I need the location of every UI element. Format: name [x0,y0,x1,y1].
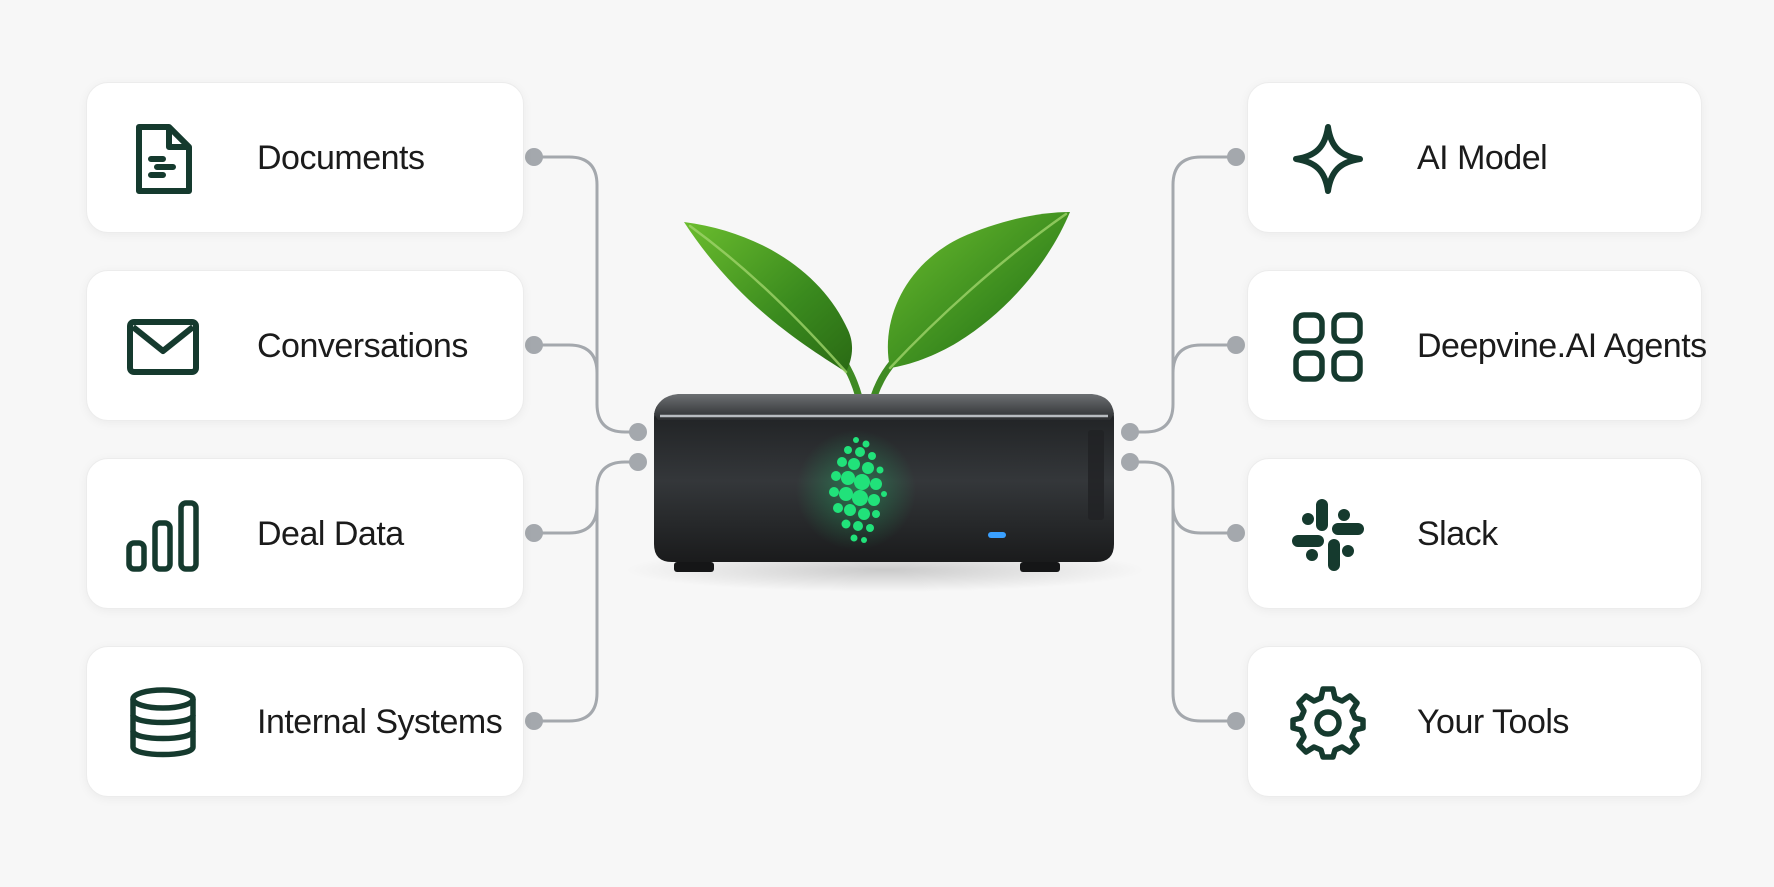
logo-dot [850,534,858,542]
card-documents: Documents [86,82,524,233]
connector-dot-deal-data [525,524,543,542]
logo-dot [853,437,859,443]
wire-your-tools [1128,460,1238,723]
connector-dot-deepvine-agents [1227,336,1245,354]
hub-dot-left-upper [629,423,647,441]
logo-dot [855,447,865,457]
card-label-ai-model: AI Model [1417,139,1548,177]
database-icon [130,687,196,758]
logo-dot [862,462,874,474]
logo-dot [854,474,870,490]
card-label-deal-data: Deal Data [257,515,404,553]
wire-slack [1171,503,1238,535]
card-your-tools: Your Tools [1247,646,1702,797]
card-internal-systems: Internal Systems [86,646,524,797]
device-box [654,394,1114,572]
logo-dot [868,452,876,460]
wire-internal-systems [532,460,640,723]
gear-icon [1290,686,1366,760]
logo-dot [858,508,870,520]
logo-dot [862,440,870,448]
logo-dot [881,491,887,497]
card-deal-data: Deal Data [86,458,524,609]
logo-dot [833,503,843,513]
wire-deepvine-agents [1171,343,1238,375]
slack-icon [1292,499,1364,571]
logo-dot [844,504,856,516]
logo-glow [796,430,916,550]
logo-dot [844,446,852,454]
connector-dot-slack [1227,524,1245,542]
wire-documents [532,155,640,434]
logo-dot [870,478,882,490]
logo-dot [853,521,863,531]
grid-icon [1293,312,1363,382]
leaf-right [887,212,1070,368]
hub-dot-right-lower [1121,453,1139,471]
card-ai-model: AI Model [1247,82,1702,233]
wire-deal-data [532,503,599,535]
status-led [988,532,1006,538]
card-label-slack: Slack [1417,515,1498,553]
sparkle-icon [1293,124,1363,194]
connector-dot-internal-systems [525,712,543,730]
logo-dot [839,487,853,501]
card-slack: Slack [1247,458,1702,609]
logo-dot [841,471,855,485]
card-label-documents: Documents [257,139,425,177]
logo-dot [841,519,851,529]
card-label-deepvine-agents: Deepvine.AI Agents [1417,327,1707,365]
hub-dot-right-upper [1121,423,1139,441]
logo-dot [866,524,874,532]
logo-dot [876,466,884,474]
wire-conversations [532,343,599,375]
card-label-internal-systems: Internal Systems [257,703,503,741]
deepvine-logo-icon [829,437,887,543]
connector-dot-ai-model [1227,148,1245,166]
connector-dot-your-tools [1227,712,1245,730]
logo-dot [861,537,867,543]
card-deepvine-agents: Deepvine.AI Agents [1247,270,1707,421]
card-label-conversations: Conversations [257,327,468,365]
hub-dot-left-lower [629,453,647,471]
envelope-icon [127,319,199,375]
card-conversations: Conversations [86,270,524,421]
logo-dot [837,457,847,467]
connector-dot-documents [525,148,543,166]
logo-dot [868,494,880,506]
logo-dot [829,487,839,497]
sprout [684,212,1070,416]
connector-dot-conversations [525,336,543,354]
logo-dot [872,510,880,518]
logo-dot [852,490,868,506]
wire-ai-model [1128,155,1238,434]
card-label-your-tools: Your Tools [1417,703,1569,741]
bar-chart-icon [126,500,199,572]
logo-dot [831,471,841,481]
logo-dot [848,458,860,470]
document-icon [136,124,192,194]
